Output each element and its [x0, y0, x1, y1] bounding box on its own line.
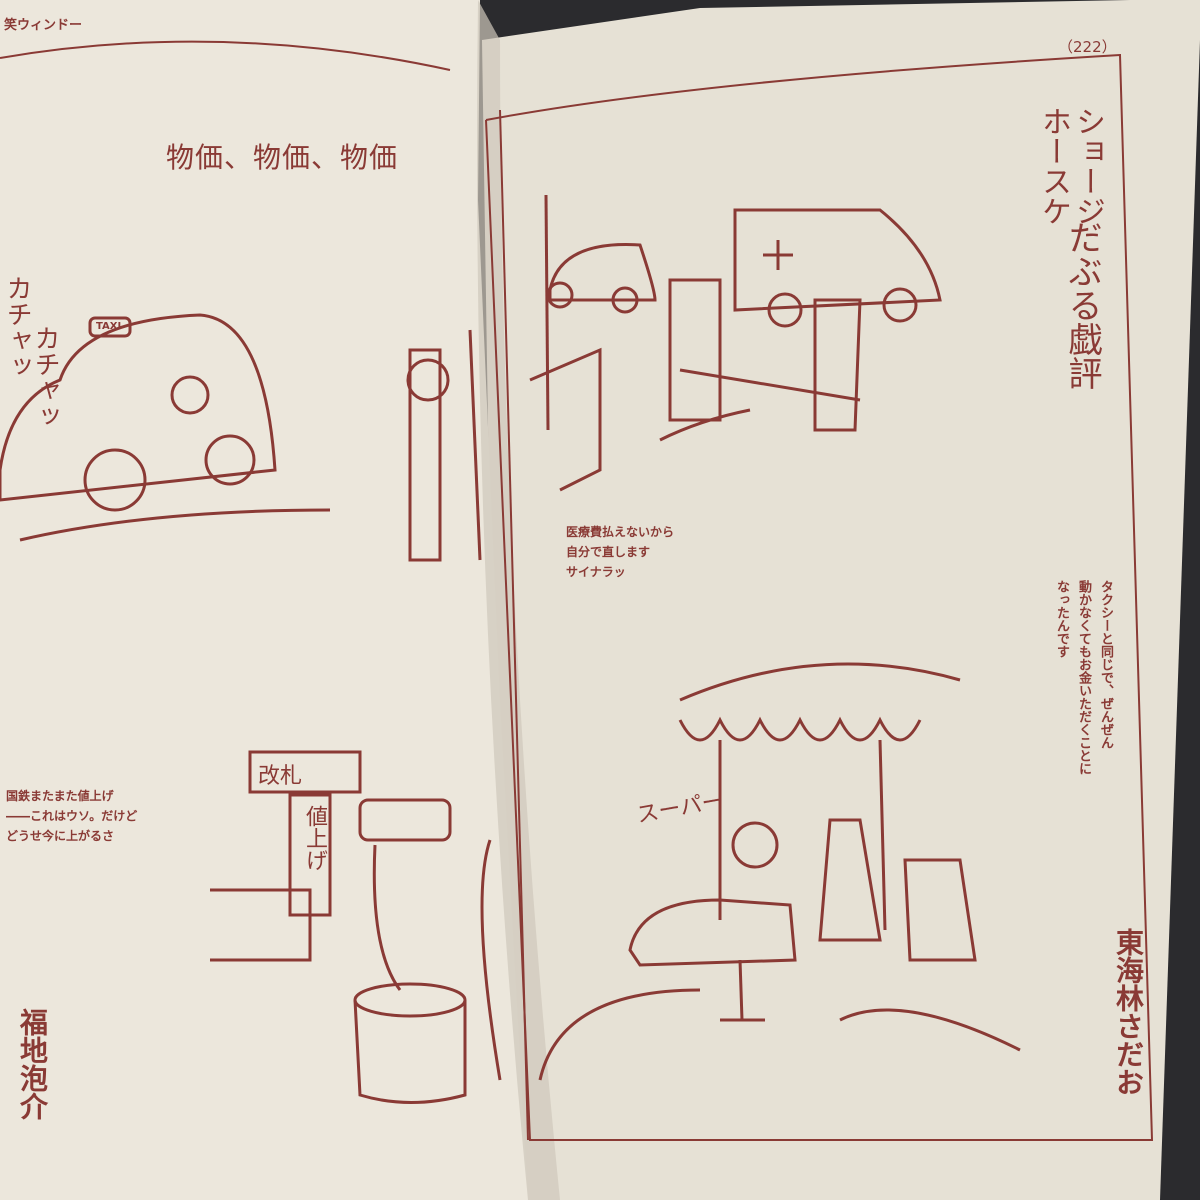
caption-line: 自分で直します — [566, 545, 651, 559]
taxi-sign: TAXI — [96, 321, 122, 332]
ambulance-caption: 医療費払えないから 自分で直します サイナラッ — [566, 522, 674, 582]
sound-effect-2: カチャッ — [30, 325, 60, 429]
left-page-title: 物価、物価、物価 — [166, 141, 399, 174]
station-cartoon — [210, 750, 502, 1104]
caption-line: ――これはウソ。だけど — [6, 809, 138, 823]
supermarket-cartoon — [538, 662, 1021, 1081]
caption-line: 国鉄またまた値上げ — [6, 789, 114, 803]
caption-line: サイナラッ — [566, 565, 626, 579]
title-shoji: ショージ — [1070, 106, 1105, 226]
right-frame — [485, 53, 1154, 1141]
right-author: 東海林さだお — [1112, 928, 1145, 1096]
caption-line: タクシーと同じで、ぜんぜん — [1098, 580, 1113, 749]
left-page — [0, 0, 528, 1200]
left-frame-top — [0, 40, 451, 71]
right-page — [482, 0, 1200, 1200]
caption-line: どうせ今に上がるさ — [6, 829, 115, 843]
caption-line: 動かなくてもお金いただくことに — [1076, 580, 1091, 775]
ambulance-cartoon — [529, 194, 942, 492]
left-caption: 国鉄またまた値上げ ――これはウソ。だけど どうせ今に上がるさ — [6, 786, 137, 846]
gutter-shadow — [477, 0, 560, 1200]
running-header: 笑ウィンドー — [4, 18, 83, 33]
taxi-cartoon — [0, 313, 482, 562]
supermarket-caption: タクシーと同じで、ぜんぜん 動かなくてもお金いただくことに なったんです — [1050, 580, 1116, 775]
title-daburu-gihyo: だぶる戯評 — [1062, 220, 1102, 390]
sound-effect-1: カチャッ — [2, 275, 32, 379]
caption-line: なったんです — [1054, 580, 1069, 658]
price-sign: 値上げ — [302, 805, 327, 871]
title-hosuke: ホースケ — [1036, 106, 1071, 226]
left-author: 福地泡介 — [16, 1008, 49, 1120]
page-number: （222） — [1058, 38, 1117, 56]
gate-sign: 改札 — [258, 764, 303, 789]
caption-line: 医療費払えないから — [566, 525, 675, 539]
